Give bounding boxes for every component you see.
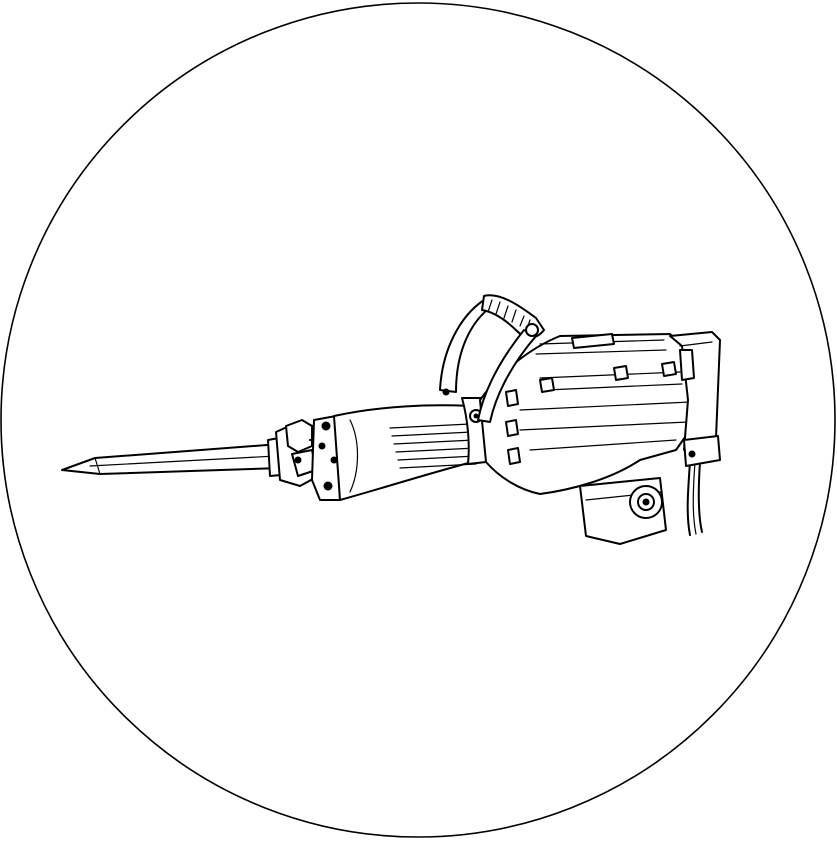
side-handle	[439, 294, 545, 423]
cylinder-barrel	[333, 404, 481, 501]
motor-housing	[479, 333, 691, 495]
power-cord	[686, 461, 703, 536]
demolition-hammer-icon	[61, 294, 721, 545]
rear-handle	[669, 331, 721, 467]
front-flange	[311, 415, 341, 501]
gear-case	[579, 477, 667, 545]
